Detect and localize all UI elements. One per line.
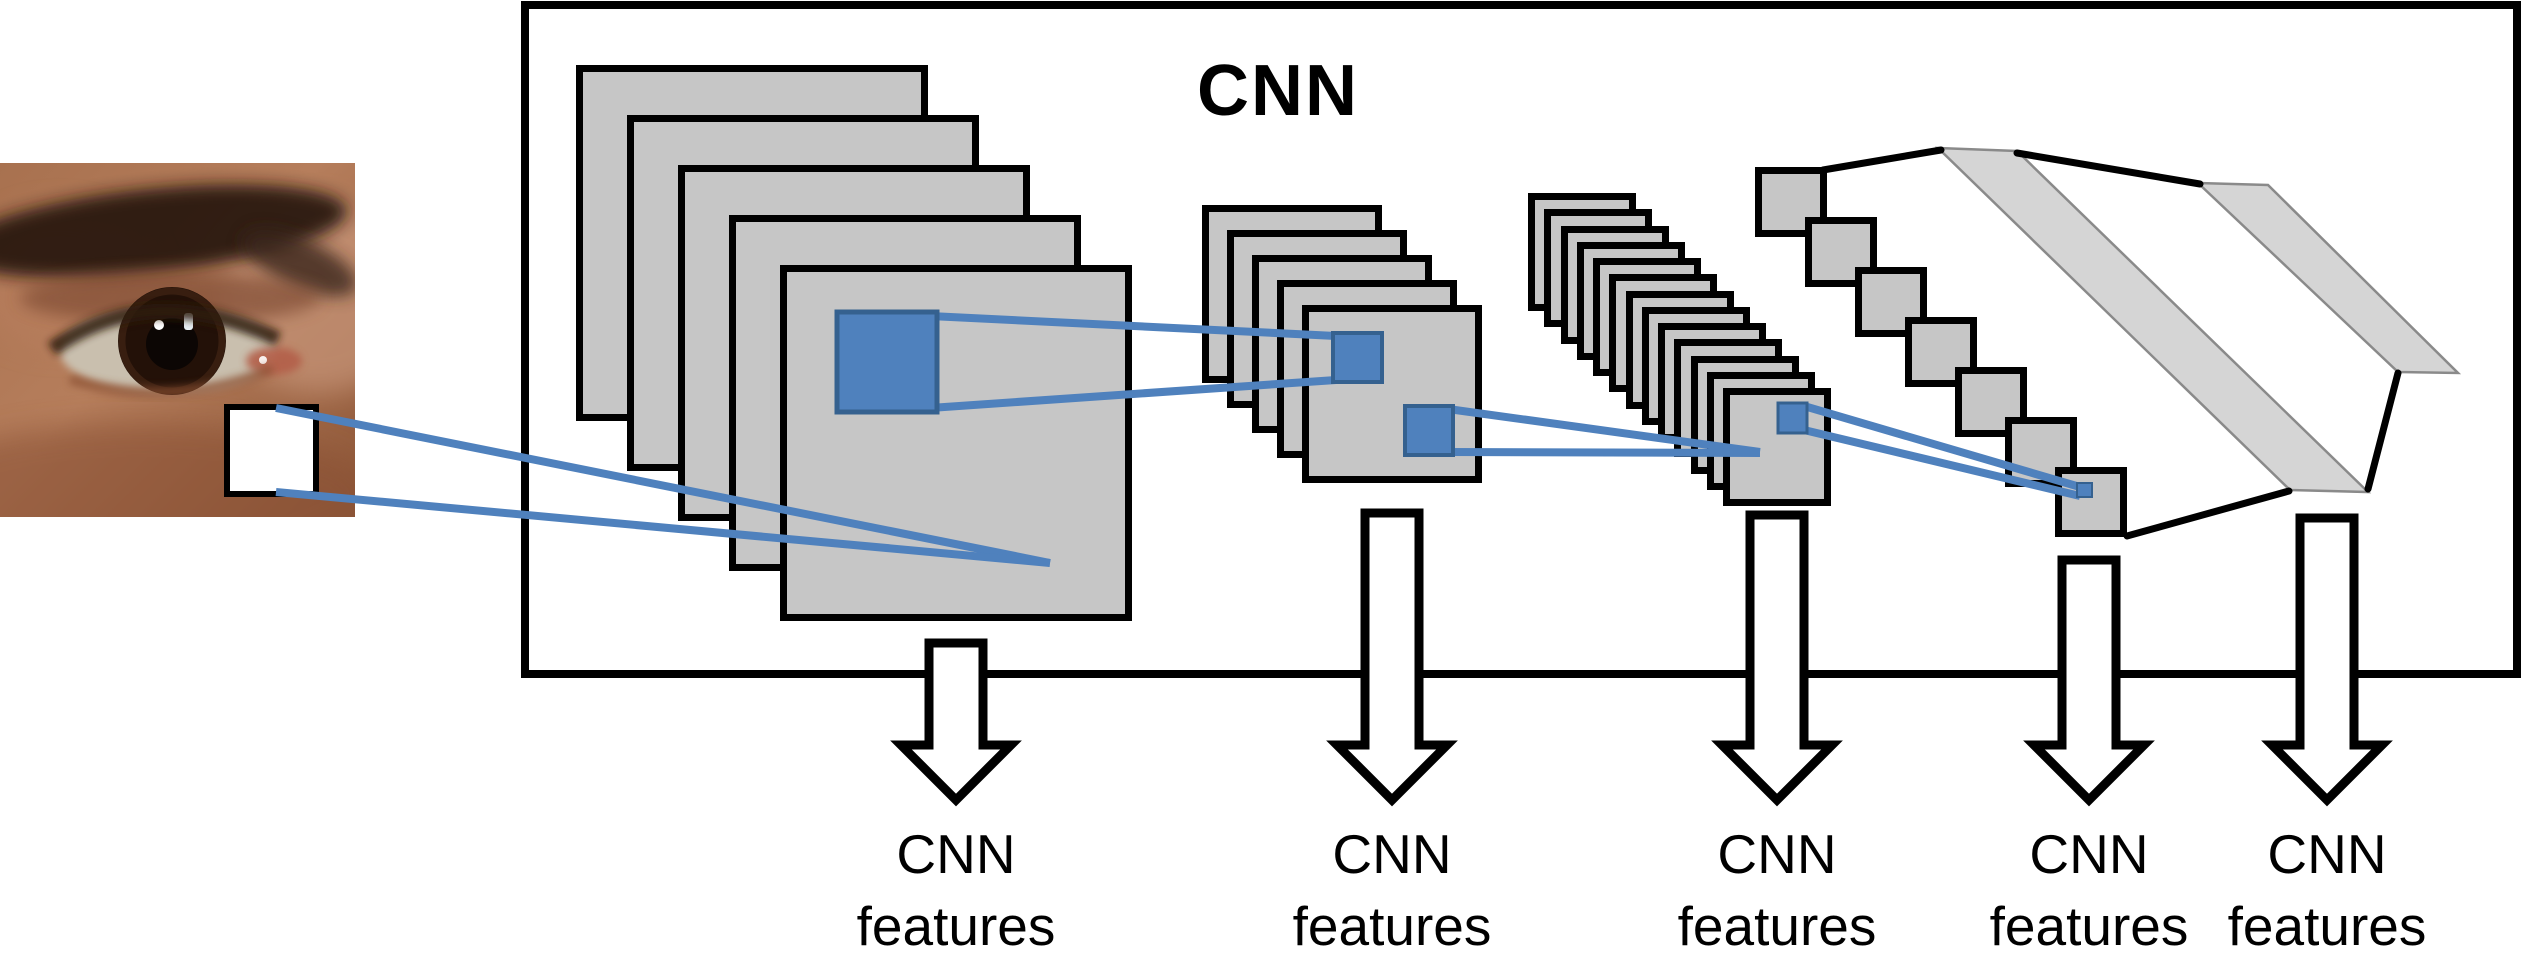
feature-label-3: CNN features	[1678, 818, 1877, 962]
fc-connector-top-2	[2013, 149, 2204, 188]
fc-connector-bottom-1	[2123, 487, 2293, 540]
output-arrow-3	[1711, 510, 1843, 807]
eye-photo-graphic	[0, 163, 355, 517]
fc-layer-slab-2	[2194, 181, 2462, 375]
projection-line-conv3-b	[1803, 426, 2081, 500]
projection-line-input-b	[275, 488, 1051, 567]
output-arrow-1	[890, 638, 1022, 807]
projection-line-conv1-a	[929, 312, 1337, 340]
feature-label-2: CNN features	[1293, 818, 1492, 962]
input-eye-image	[0, 163, 355, 517]
feature-label-2-line2: features	[1292, 895, 1492, 957]
feature-label-1-line2: features	[856, 895, 1056, 957]
receptive-field-patch-conv3	[1776, 401, 1809, 435]
receptive-field-patch-conv1	[834, 309, 940, 415]
feature-label-3-line2: features	[1677, 895, 1877, 957]
output-arrow-5	[2261, 513, 2393, 807]
feature-label-5-line1: CNN	[2267, 823, 2387, 885]
fc-connector-bottom-2	[2364, 369, 2402, 493]
receptive-field-patch-conv2-in	[1331, 331, 1384, 384]
receptive-field-patch-conv2-out	[1403, 404, 1455, 457]
feature-label-5: CNN features	[2228, 818, 2427, 962]
conv-stack-4-map-1	[1755, 167, 1827, 237]
feature-label-4: CNN features	[1990, 818, 2189, 962]
fc-connector-top-1	[1819, 146, 1945, 174]
feature-label-1: CNN features	[857, 818, 1056, 962]
feature-label-4-line2: features	[1989, 895, 2189, 957]
feature-label-5-line2: features	[2227, 895, 2427, 957]
feature-label-2-line1: CNN	[1332, 823, 1452, 885]
feature-label-3-line1: CNN	[1717, 823, 1837, 885]
input-patch-square	[224, 404, 319, 497]
projection-line-input-a	[275, 404, 1051, 567]
projection-line-conv1-b	[929, 376, 1337, 412]
output-arrow-2	[1326, 508, 1458, 807]
projection-line-conv2-b	[1447, 448, 1761, 457]
cnn-title: CNN	[1197, 51, 1359, 131]
feature-label-1-line1: CNN	[896, 823, 1016, 885]
conv-stack-4-map-7	[2055, 467, 2127, 537]
conv-stack-4-map-3	[1855, 267, 1927, 337]
projection-line-conv2-a	[1447, 405, 1761, 456]
feature-label-4-line1: CNN	[2029, 823, 2149, 885]
fc-layer-slab-1	[1934, 146, 2372, 494]
projection-line-conv3-a	[1802, 402, 2082, 491]
receptive-field-patch-conv4	[2076, 482, 2093, 498]
output-arrow-4	[2023, 555, 2155, 807]
